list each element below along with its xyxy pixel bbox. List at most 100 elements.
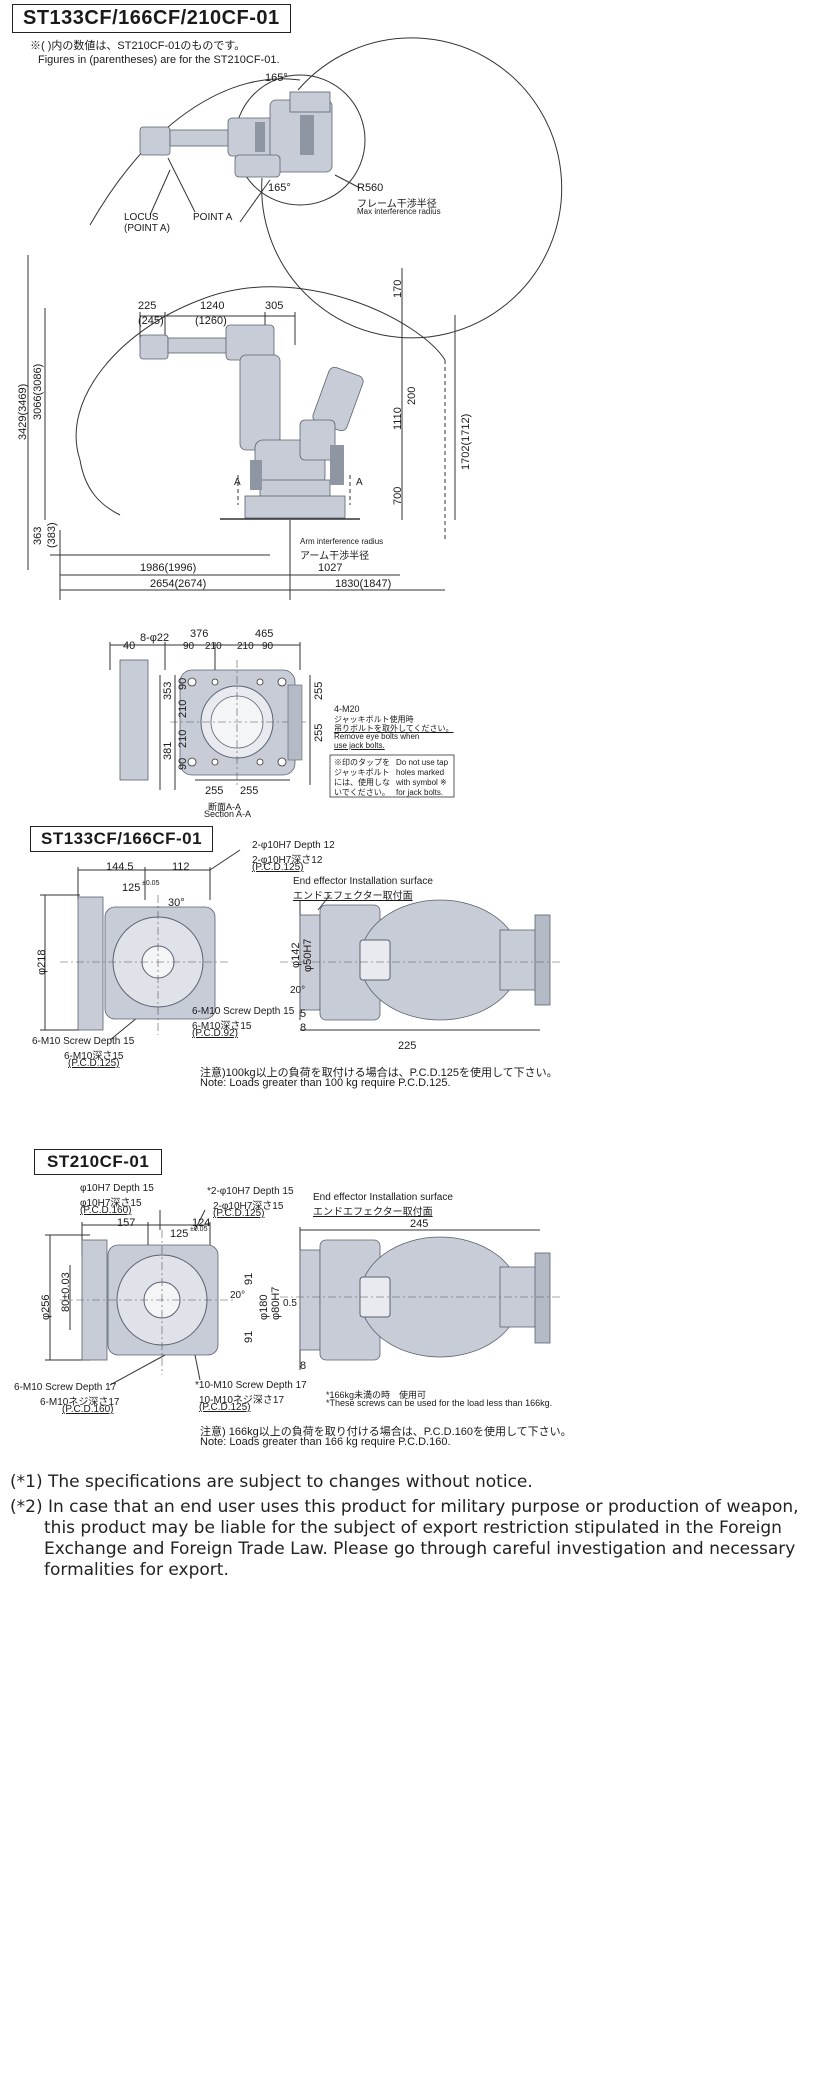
dim-383: (383): [46, 522, 58, 548]
sec-dim-90a: 90: [183, 641, 195, 652]
sec-dim-255b: 255: [313, 723, 325, 742]
f2-screw2-en: *10-M10 Screw Depth 17: [195, 1380, 307, 1391]
dim-1986: 1986(1996): [140, 562, 197, 574]
section-aa-jp: 断面A-A: [208, 802, 242, 812]
f1-screw2-en: 6-M10 Screw Depth 15: [32, 1036, 135, 1047]
angle-165-bottom: 165°: [268, 182, 291, 194]
f1-dim-phi142: φ142: [290, 942, 302, 969]
sec-dim-210d: 210: [177, 729, 189, 748]
sec-dim-40: 40: [123, 640, 136, 652]
locus-label: LOCUS: [124, 212, 159, 223]
f2-dim-157: 157: [117, 1217, 136, 1229]
f2-screw1-en: 6-M10 Screw Depth 17: [14, 1382, 117, 1393]
dim-3429: 3429(3469): [17, 383, 29, 440]
f1-dim-5: 5: [300, 1008, 307, 1020]
f1-screw1-jp: 6-M10深さ15: [192, 1021, 252, 1032]
f1-note-jp: 注意)100kg以上の負荷を取付ける場合は、P.C.D.125を使用して下さい。: [200, 1067, 558, 1079]
note-en: Figures in (parentheses) are for the ST2…: [38, 54, 280, 66]
footnote-2-line1: (*2) In case that an end user uses this …: [10, 1497, 799, 1517]
flange2-title: ST210CF-01: [34, 1149, 163, 1175]
m20-en2: use jack bolts.: [334, 741, 385, 750]
dim-1702: 1702(1712): [460, 413, 472, 470]
f1-screw2-pcd: (P.C.D.125): [68, 1058, 120, 1069]
f1-dim-phi50: φ50H7: [302, 938, 314, 972]
dim-1240: 1240: [200, 300, 225, 312]
f2-dim-124: 124: [192, 1217, 211, 1229]
f2-note-en: Note: Loads greater than 166 kg require …: [200, 1436, 451, 1448]
f2-dim-phi256: φ256: [40, 1294, 52, 1321]
dim-170: 170: [392, 279, 404, 298]
f1-tol-125: ±0.05: [142, 880, 160, 887]
robot-top-and-side-drawing: [27, 37, 563, 600]
dim-200: 200: [406, 386, 418, 405]
f2-dim-phi80: φ80H7: [270, 1286, 282, 1320]
section-aa-en: Section A-A: [204, 809, 252, 819]
sec-dim-210c: 210: [177, 699, 189, 718]
flange2-drawing: [45, 1209, 560, 1386]
f2-pin1-en: φ10H7 Depth 15: [80, 1183, 154, 1194]
f2-star-jp: *166kg未満の時 使用可: [326, 1390, 427, 1400]
sec-dim-210b: 210: [237, 641, 254, 652]
dim-363: 363: [32, 526, 44, 545]
f2-screw2-pcd: (P.C.D.125): [199, 1402, 251, 1413]
f2-dim-91b: 91: [243, 1330, 255, 1343]
m20-jp2: 吊りボルトを取外してください。: [334, 724, 454, 733]
f2-screw1-pcd: (P.C.D.160): [62, 1404, 114, 1415]
f2-dim-245: 245: [410, 1218, 429, 1230]
f1-screw1-pcd: (P.C.D.92): [192, 1028, 238, 1039]
f2-pin2-pcd: (P.C.D.125): [213, 1208, 265, 1219]
f1-dim-1445: 144.5: [106, 861, 134, 873]
dim-1027: 1027: [318, 562, 343, 574]
f1-screw2-jp: 6-M10深さ15: [64, 1051, 124, 1062]
f1-pin-pcd: (P.C.D.125): [252, 862, 304, 873]
sec-dim-465: 465: [255, 628, 274, 640]
sec-dim-255d: 255: [240, 785, 259, 797]
tap-box-jp: ※印のタップをジャッキボルトには、使用しないでください。: [334, 758, 390, 797]
dim-2654: 2654(2674): [150, 578, 207, 590]
model-title: ST133CF/166CF/210CF-01: [12, 4, 291, 33]
f2-pin1-pcd: (P.C.D.160): [80, 1205, 132, 1216]
dim-1830: 1830(1847): [335, 578, 392, 590]
tap-box-en: Do not use tap holes marked with symbol …: [396, 758, 449, 797]
arm-interference-jp: アーム干渉半径: [300, 551, 370, 562]
section-mark-a-right: A: [356, 477, 363, 488]
f1-note-en: Note: Loads greater than 100 kg require …: [200, 1077, 451, 1089]
m20-label: 4-M20: [334, 704, 360, 714]
f2-effector-jp: エンドエフェクター取付面: [313, 1207, 433, 1218]
dim-1260: (1260): [195, 315, 227, 327]
dim-245: (245): [138, 315, 164, 327]
section-mark-a-left: A: [234, 477, 241, 488]
sec-dim-8phi22: 8-φ22: [140, 632, 170, 644]
f2-pin1-jp: φ10H7深さ15: [80, 1198, 142, 1209]
f1-pin-en: 2-φ10H7 Depth 12: [252, 840, 335, 851]
flange1-drawing: [40, 849, 560, 1041]
f2-tol-125: ±0.05: [190, 1226, 208, 1233]
point-a-label: POINT A: [193, 212, 233, 223]
f1-effector-en: End effector Installation surface: [293, 876, 433, 887]
section-aa-drawing: [109, 642, 455, 798]
dim-225: 225: [138, 300, 157, 312]
f2-dim-125: 125: [170, 1228, 189, 1240]
sec-dim-381: 381: [162, 741, 174, 760]
r560-label: R560: [357, 182, 384, 194]
f2-dim-91a: 91: [243, 1272, 255, 1285]
f2-effector-en: End effector Installation surface: [313, 1192, 453, 1203]
f2-star-en: *These screws can be used for the load l…: [326, 1398, 553, 1408]
sec-dim-255c: 255: [205, 785, 224, 797]
sec-dim-90c: 90: [177, 677, 189, 690]
locus-sub: (POINT A): [124, 223, 170, 234]
f2-dim-8: 8: [300, 1360, 307, 1372]
angle-165-top: 165°: [265, 72, 288, 84]
sec-dim-210a: 210: [205, 641, 222, 652]
dim-3066: 3066(3086): [32, 363, 44, 420]
footnote-2-line4: formalities for export.: [44, 1560, 229, 1580]
f1-effector-jp: エンドエフェクター取付面: [293, 891, 413, 902]
sec-dim-255a: 255: [313, 681, 325, 700]
r560-jp: フレーム干渉半径: [357, 199, 437, 210]
f2-dim-20: 20°: [230, 1290, 246, 1301]
f2-dim-phi180: φ180: [258, 1294, 270, 1321]
note-jp: ※( )内の数値は、ST210CF-01のものです。: [30, 40, 246, 52]
f2-screw2-jp: 10-M10ネジ深さ17: [199, 1395, 285, 1406]
footnote-2-line2: this product may be liable for the subje…: [44, 1518, 782, 1538]
m20-en1: Remove eye bolts when: [334, 732, 420, 741]
